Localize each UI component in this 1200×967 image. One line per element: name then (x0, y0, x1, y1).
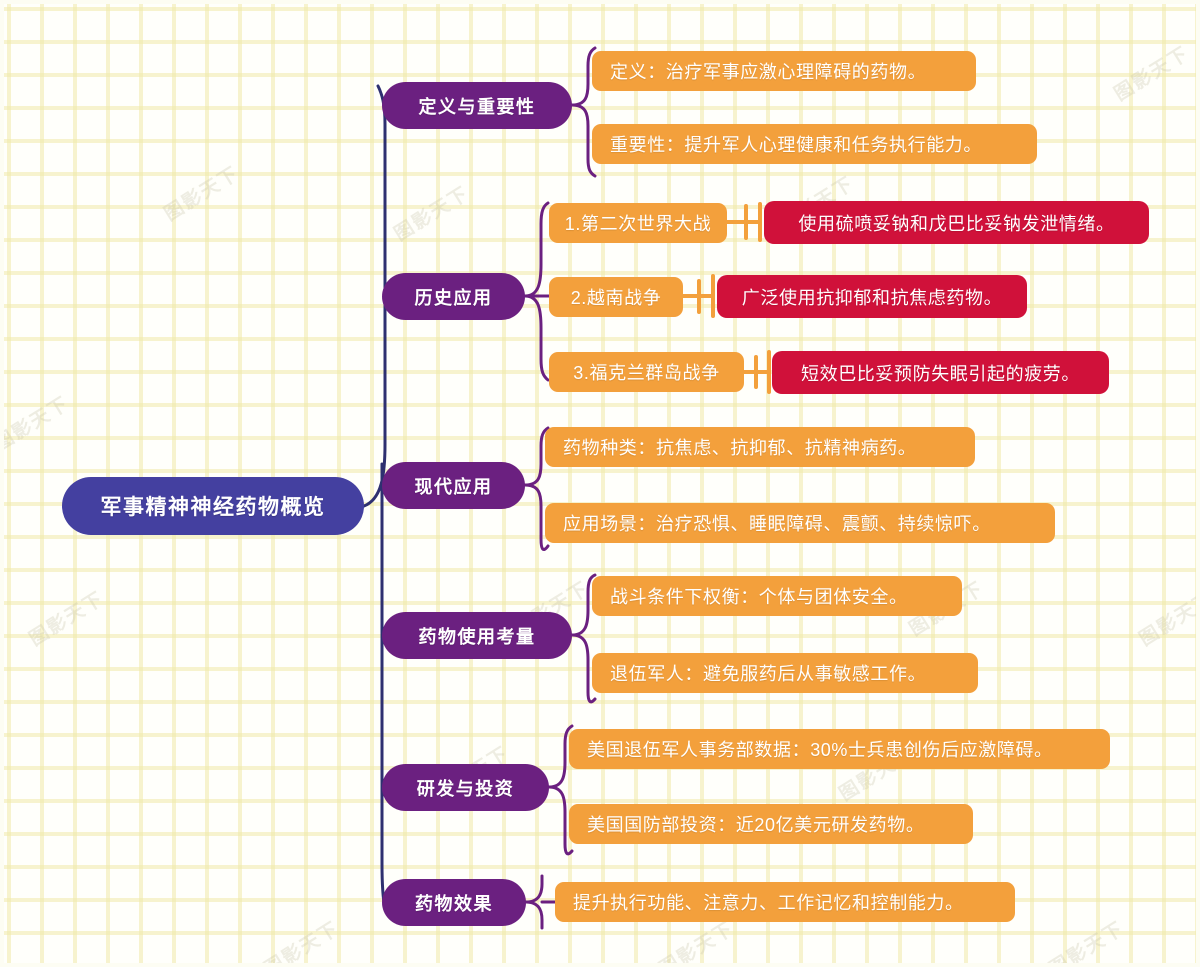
branch-node-label: 药物使用考量 (418, 626, 536, 647)
branch-node-history[interactable]: 历史应用 (382, 273, 525, 320)
watermark: 图影天下 (390, 183, 474, 246)
branch-node-label: 药物效果 (415, 893, 493, 914)
leaf-node-rnd-1[interactable]: 美国退伍军人事务部数据：30%士兵患创伤后应激障碍。 (569, 729, 1110, 769)
root-node-label: 军事精神神经药物概览 (100, 496, 326, 519)
sub-connector-falklands (741, 350, 771, 394)
leaf-node-label: 美国退伍军人事务部数据：30%士兵患创伤后应激障碍。 (587, 740, 1053, 760)
leaf-node-label: 美国国防部投资：近20亿美元研发药物。 (587, 815, 925, 835)
leaf-node-label: 退伍军人：避免服药后从事敏感工作。 (610, 664, 927, 684)
leaf-node-modern-1[interactable]: 药物种类：抗焦虑、抗抑郁、抗精神病药。 (545, 427, 975, 467)
leaf-node-label: 战斗条件下权衡：个体与团体安全。 (610, 587, 908, 607)
detail-node-label: 短效巴比妥预防失眠引起的疲劳。 (801, 363, 1080, 384)
branch-node-rnd[interactable]: 研发与投资 (382, 764, 549, 811)
leaf-node-label: 2.越南战争 (570, 288, 662, 308)
leaf-node-history-3[interactable]: 3.福克兰群岛战争 (549, 352, 744, 392)
leaf-node-history-2[interactable]: 2.越南战争 (549, 277, 683, 317)
branch-node-label: 研发与投资 (416, 778, 515, 799)
watermark: 图影天下 (1135, 588, 1200, 651)
watermark: 图影天下 (160, 163, 244, 226)
watermark: 图影天下 (25, 588, 109, 651)
trunk-line-lower (380, 462, 387, 911)
leaf-node-label: 1.第二次世界大战 (564, 214, 712, 234)
watermark: 图影天下 (260, 918, 344, 967)
branch-connector-effects (524, 874, 544, 930)
sub-connector-ww2 (724, 202, 762, 242)
watermark: 图影天下 (1110, 43, 1194, 106)
leaf-node-considerations-2[interactable]: 退伍军人：避免服药后从事敏感工作。 (592, 653, 978, 693)
detail-node-history-1[interactable]: 使用硫喷妥钠和戊巴比妥钠发泄情绪。 (764, 201, 1149, 244)
detail-node-label: 使用硫喷妥钠和戊巴比妥钠发泄情绪。 (798, 213, 1115, 234)
leaf-node-label: 应用场景：治疗恐惧、睡眠障碍、震颤、持续惊吓。 (563, 514, 991, 534)
leaf-node-label: 药物种类：抗焦虑、抗抑郁、抗精神病药。 (563, 438, 917, 458)
leaf-node-modern-2[interactable]: 应用场景：治疗恐惧、睡眠障碍、震颤、持续惊吓。 (545, 503, 1055, 543)
leaf-node-label: 定义：治疗军事应激心理障碍的药物。 (610, 62, 927, 82)
branch-node-label: 历史应用 (414, 287, 493, 308)
leaf-node-definition-2[interactable]: 重要性：提升军人心理健康和任务执行能力。 (592, 124, 1037, 164)
leaf-node-label: 3.福克兰群岛战争 (573, 363, 720, 383)
watermark: 图影天下 (1045, 918, 1129, 967)
leaf-node-label: 提升执行功能、注意力、工作记忆和控制能力。 (573, 893, 964, 913)
leaf-node-definition-1[interactable]: 定义：治疗军事应激心理障碍的药物。 (592, 51, 976, 91)
detail-node-history-2[interactable]: 广泛使用抗抑郁和抗焦虑药物。 (717, 275, 1027, 318)
branch-node-definition[interactable]: 定义与重要性 (382, 82, 572, 129)
branch-connector-history-3 (523, 294, 550, 382)
leaf-node-rnd-2[interactable]: 美国国防部投资：近20亿美元研发药物。 (569, 804, 973, 844)
branch-node-label: 定义与重要性 (418, 96, 536, 117)
branch-node-effects[interactable]: 药物效果 (382, 879, 526, 926)
leaf-node-effects-1[interactable]: 提升执行功能、注意力、工作记忆和控制能力。 (555, 882, 1015, 922)
leaf-node-label: 重要性：提升军人心理健康和任务执行能力。 (610, 135, 982, 155)
detail-node-label: 广泛使用抗抑郁和抗焦虑药物。 (741, 287, 1003, 308)
root-node[interactable]: 军事精神神经药物概览 (62, 477, 364, 535)
detail-node-history-3[interactable]: 短效巴比妥预防失眠引起的疲劳。 (772, 351, 1109, 394)
leaf-node-considerations-1[interactable]: 战斗条件下权衡：个体与团体安全。 (592, 576, 962, 616)
branch-node-label: 现代应用 (414, 476, 493, 497)
branch-node-considerations[interactable]: 药物使用考量 (382, 612, 572, 659)
branch-node-modern[interactable]: 现代应用 (382, 462, 525, 509)
branch-connector-history-1 (523, 201, 550, 298)
watermark: 图影天下 (0, 393, 74, 456)
sub-connector-vietnam (680, 274, 715, 318)
leaf-node-history-1[interactable]: 1.第二次世界大战 (549, 203, 727, 243)
